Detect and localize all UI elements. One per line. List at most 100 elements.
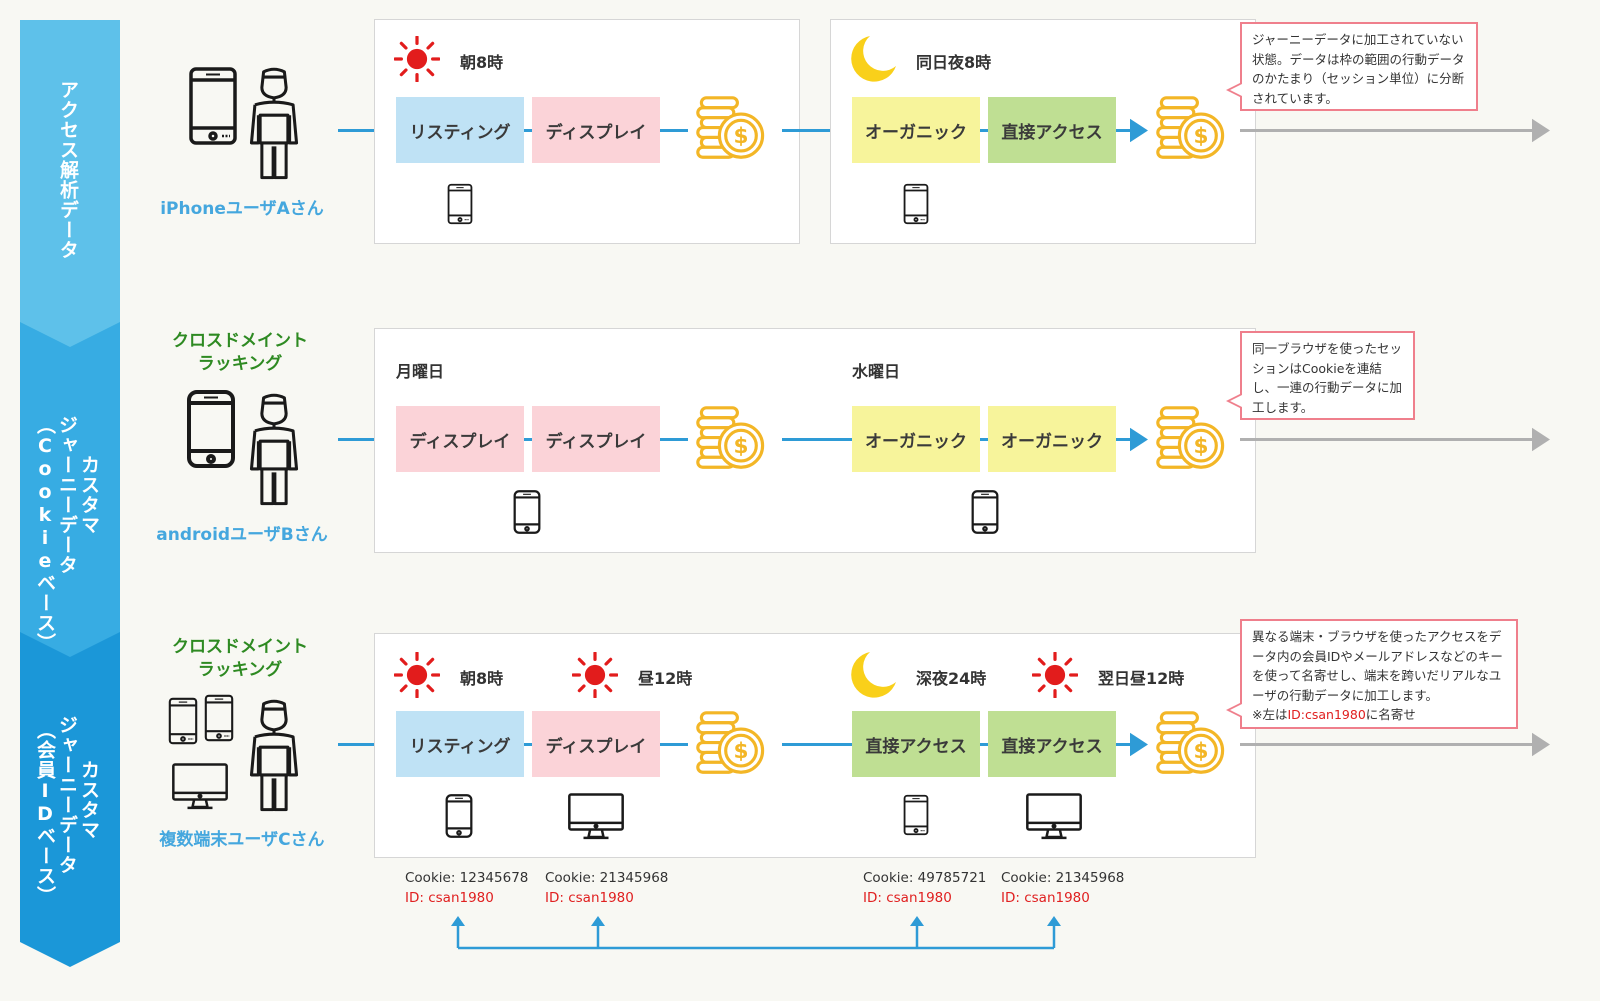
side-band-2: [20, 322, 120, 670]
smartphone-icon: [188, 62, 238, 150]
time-label-b-wednesday: 水曜日: [852, 362, 901, 381]
arrow-right-icon: [1532, 731, 1550, 758]
cookie-info-c1: Cookie: 12345678 ID: csan1980: [405, 868, 528, 908]
chip-direct-c2: 直接アクセス: [988, 711, 1116, 777]
chip-connector-c1: [524, 743, 532, 746]
cross-domain-label-b-line2: ラッキング: [197, 354, 283, 374]
side-label-cookie-3: （Cookieベース）: [34, 415, 56, 653]
cookie-value: Cookie: 12345678: [405, 870, 529, 886]
side-band-3: [20, 632, 120, 967]
chip-connector-b2: [660, 438, 688, 441]
flow-line-a-start: [338, 129, 398, 132]
time-label-b-monday: 月曜日: [396, 362, 445, 381]
coin-stack-dollar-icon: [696, 92, 768, 164]
cookie-value: Cookie: 21345968: [545, 870, 669, 886]
smartphone-icon: [971, 488, 999, 536]
timeline-a: [1240, 129, 1536, 132]
chip-connector-a1: [524, 129, 532, 132]
chip-listing-c: リスティング: [396, 711, 524, 777]
user-label-b: androidユーザBさん: [156, 525, 328, 545]
arrow-right-icon: [1130, 426, 1148, 453]
chip-organic-a: オーガニック: [852, 97, 980, 163]
smartphone-icon: [903, 178, 929, 230]
user-label-a: iPhoneユーザAさん: [160, 199, 324, 219]
flow-line-a-mid: [782, 129, 854, 132]
desktop-monitor-icon: [170, 762, 230, 812]
crescent-moon-icon: [848, 34, 898, 84]
side-label-member-3: （会員IDベース）: [34, 720, 56, 906]
arrow-right-icon: [1130, 117, 1148, 144]
time-label-c3: 深夜24時: [916, 669, 987, 688]
cookie-info-c3: Cookie: 49785721 ID: csan1980: [863, 868, 986, 908]
chip-display-b1: ディスプレイ: [396, 406, 524, 472]
flow-line-b-start: [338, 438, 398, 441]
sun-icon: [1032, 652, 1078, 698]
desktop-monitor-icon: [1024, 792, 1084, 842]
chip-display-a: ディスプレイ: [532, 97, 660, 163]
smartphone-icon: [186, 388, 236, 470]
note-member-id-text: 異なる端末・ブラウザを使ったアクセスをデータ内の会員IDやメールアドレスなどのキ…: [1252, 629, 1503, 703]
chip-connector-b3: [980, 438, 988, 441]
person-icon: [248, 62, 300, 184]
crescent-moon-icon: [848, 650, 898, 700]
chip-organic-b2: オーガニック: [988, 406, 1116, 472]
smartphone-icon: [447, 178, 473, 230]
cross-domain-label-c-line1: クロスドメイント: [172, 637, 308, 657]
chip-connector-c3: [980, 743, 988, 746]
chip-connector-a3: [980, 129, 988, 132]
member-id-value: ID: csan1980: [1001, 890, 1090, 906]
time-label-a-morning: 朝8時: [460, 53, 504, 72]
coin-stack-dollar-icon: [696, 707, 768, 779]
chip-connector-b4: [1116, 438, 1132, 441]
flow-line-b-mid: [782, 438, 854, 441]
id-merge-bracket: [451, 916, 1061, 950]
chip-organic-b1: オーガニック: [852, 406, 980, 472]
time-label-c2: 昼12時: [638, 669, 693, 688]
cross-domain-label-c: クロスドメイント ラッキング: [135, 636, 345, 682]
note-member-id-key: ID:csan1980: [1287, 707, 1366, 722]
note-cookie: 同一ブラウザを使ったセッションはCookieを連結し、一連の行動データに加工しま…: [1226, 331, 1415, 420]
member-id-value: ID: csan1980: [863, 890, 952, 906]
note-member-id: 異なる端末・ブラウザを使ったアクセスをデータ内の会員IDやメールアドレスなどのキ…: [1226, 619, 1518, 729]
smartphone-icon: [204, 694, 234, 742]
chip-connector-b1: [524, 438, 532, 441]
time-label-c4: 翌日昼12時: [1098, 669, 1185, 688]
arrow-right-icon: [1130, 731, 1148, 758]
cookie-info-c2: Cookie: 21345968 ID: csan1980: [545, 868, 668, 908]
sun-icon: [394, 36, 440, 82]
time-label-a-night: 同日夜8時: [916, 53, 992, 72]
flow-line-c-mid: [782, 743, 854, 746]
smartphone-icon: [168, 694, 198, 748]
chip-connector-c2: [660, 743, 688, 746]
sun-icon: [572, 652, 618, 698]
smartphone-icon: [513, 488, 541, 536]
smartphone-icon: [903, 790, 929, 840]
side-label-cookie-2: ジャーニーデータ: [56, 415, 78, 575]
time-label-c1: 朝8時: [460, 669, 504, 688]
person-icon: [248, 388, 300, 510]
side-band-1: [20, 20, 120, 360]
side-label-member-1: カスタマ: [78, 760, 100, 840]
coin-stack-dollar-icon: [696, 402, 768, 474]
side-label-analytics: アクセス解析データ: [57, 80, 79, 260]
cookie-info-c4: Cookie: 21345968 ID: csan1980: [1001, 868, 1124, 908]
chip-listing-a: リスティング: [396, 97, 524, 163]
cross-domain-label-c-line2: ラッキング: [197, 660, 283, 680]
chip-connector-c4: [1116, 743, 1132, 746]
sun-icon: [394, 652, 440, 698]
coin-stack-dollar-icon: [1156, 402, 1228, 474]
desktop-monitor-icon: [566, 792, 626, 842]
note-member-id-suffix: に名寄せ: [1365, 707, 1416, 722]
timeline-c: [1240, 743, 1536, 746]
note-cookie-text: 同一ブラウザを使ったセッションはCookieを連結し、一連の行動データに加工しま…: [1252, 341, 1403, 415]
chip-connector-a2: [660, 129, 688, 132]
arrow-right-icon: [1532, 117, 1550, 144]
chip-display-c: ディスプレイ: [532, 711, 660, 777]
flow-line-c-start: [338, 743, 398, 746]
chip-connector-a4: [1116, 129, 1132, 132]
chip-direct-a: 直接アクセス: [988, 97, 1116, 163]
chip-display-b2: ディスプレイ: [532, 406, 660, 472]
member-id-value: ID: csan1980: [405, 890, 494, 906]
side-label-member-2: ジャーニーデータ: [56, 715, 78, 875]
cross-domain-label-b: クロスドメイント ラッキング: [135, 330, 345, 376]
